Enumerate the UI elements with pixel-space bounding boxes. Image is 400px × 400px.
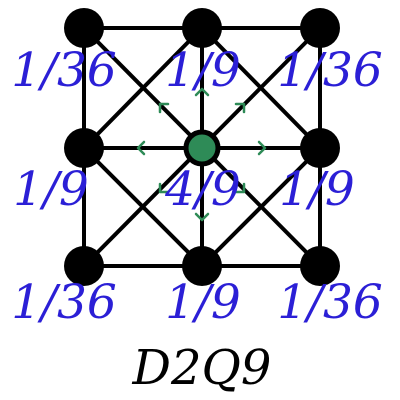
- lattice-nodes: [64, 8, 340, 286]
- diamond-top-left: [82, 26, 204, 150]
- arrow-north-east: [234, 102, 246, 114]
- weight-edge-bottom: 1/9: [165, 275, 241, 330]
- weight-corner-top-right: 1/36: [277, 43, 383, 98]
- node-bottom-left: [64, 246, 104, 286]
- node-bottom-right: [300, 246, 340, 286]
- diamond-bottom-left: [82, 146, 204, 268]
- weight-edge-left: 1/9: [13, 162, 89, 217]
- model-label: D2Q9: [132, 340, 272, 396]
- weight-labels: 1/36 1/9 1/36 1/9 4/9 1/9 1/36 1/9 1/36: [11, 43, 383, 330]
- weight-corner-bottom-right: 1/36: [277, 275, 383, 330]
- node-top-left: [64, 8, 104, 48]
- weight-corner-bottom-left: 1/36: [11, 275, 117, 330]
- weight-edge-top: 1/9: [165, 43, 241, 98]
- node-top: [182, 8, 222, 48]
- arrow-west: [136, 140, 146, 156]
- diamond-bottom-right: [200, 146, 322, 268]
- diamond-top-right: [200, 26, 322, 150]
- arrow-south: [194, 212, 210, 222]
- node-top-right: [300, 8, 340, 48]
- weight-corner-top-left: 1/36: [11, 43, 117, 98]
- node-right: [300, 128, 340, 168]
- node-bottom: [182, 246, 222, 286]
- arrow-south-east: [234, 182, 246, 194]
- arrow-south-west: [158, 182, 170, 194]
- arrow-north: [194, 87, 210, 97]
- arrow-north-west: [158, 102, 170, 114]
- node-left: [64, 128, 104, 168]
- node-center: [183, 129, 221, 167]
- arrow-east: [257, 140, 267, 156]
- weight-edge-right: 1/9: [279, 162, 355, 217]
- velocity-arrows: [136, 87, 267, 222]
- weight-center: 4/9: [164, 162, 241, 217]
